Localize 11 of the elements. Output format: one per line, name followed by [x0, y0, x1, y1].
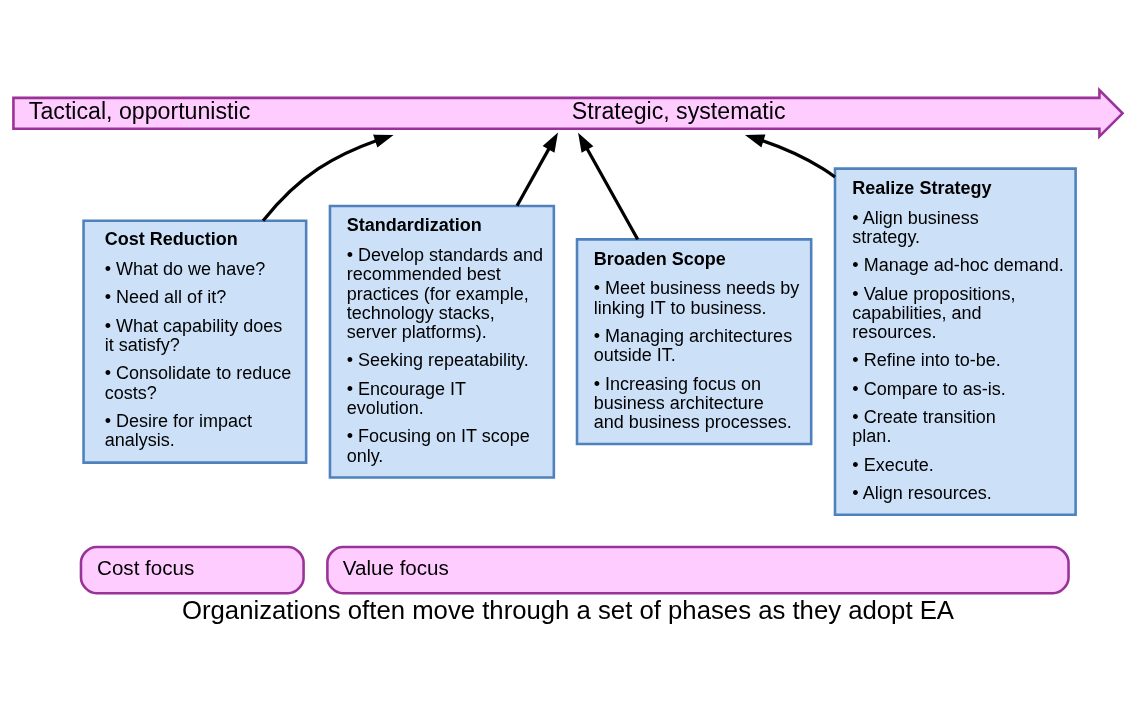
- caption: Organizations often move through a set of phases as they adopt EA: [181, 595, 955, 624]
- node-box: Value focus: [326, 545, 1070, 595]
- arrow: [261, 134, 394, 222]
- node-box: Cost focus: [79, 545, 305, 595]
- node-box: Standardization • Develop standards and recommended best practices (for example, technology stacks, server platforms). • Seeking repeatability. • Encourage IT evolution. • Focusing on IT scope only.: [328, 204, 556, 479]
- node-box: Realize Strategy • Align business strategy. • Manage ad-hoc demand. • Value propositions, capabilities, and resources. • Refine into to-be. • Compare to as-is. • Create transition plan. • Execute. • Align resources.: [833, 167, 1077, 517]
- node-box: Broaden Scope • Meet business needs by linking IT to business. • Managing architectures outside IT. • Increasing focus on business architecture and business processes.: [575, 238, 813, 446]
- arrow: [744, 134, 836, 179]
- arrow: [578, 132, 640, 241]
- arrow: [515, 132, 558, 207]
- node-box: Cost Reduction • What do we have? • Need all of it? • What capability does it satisfy? • Consolidate to reduce costs? • Desire for impact analysis.: [82, 219, 308, 464]
